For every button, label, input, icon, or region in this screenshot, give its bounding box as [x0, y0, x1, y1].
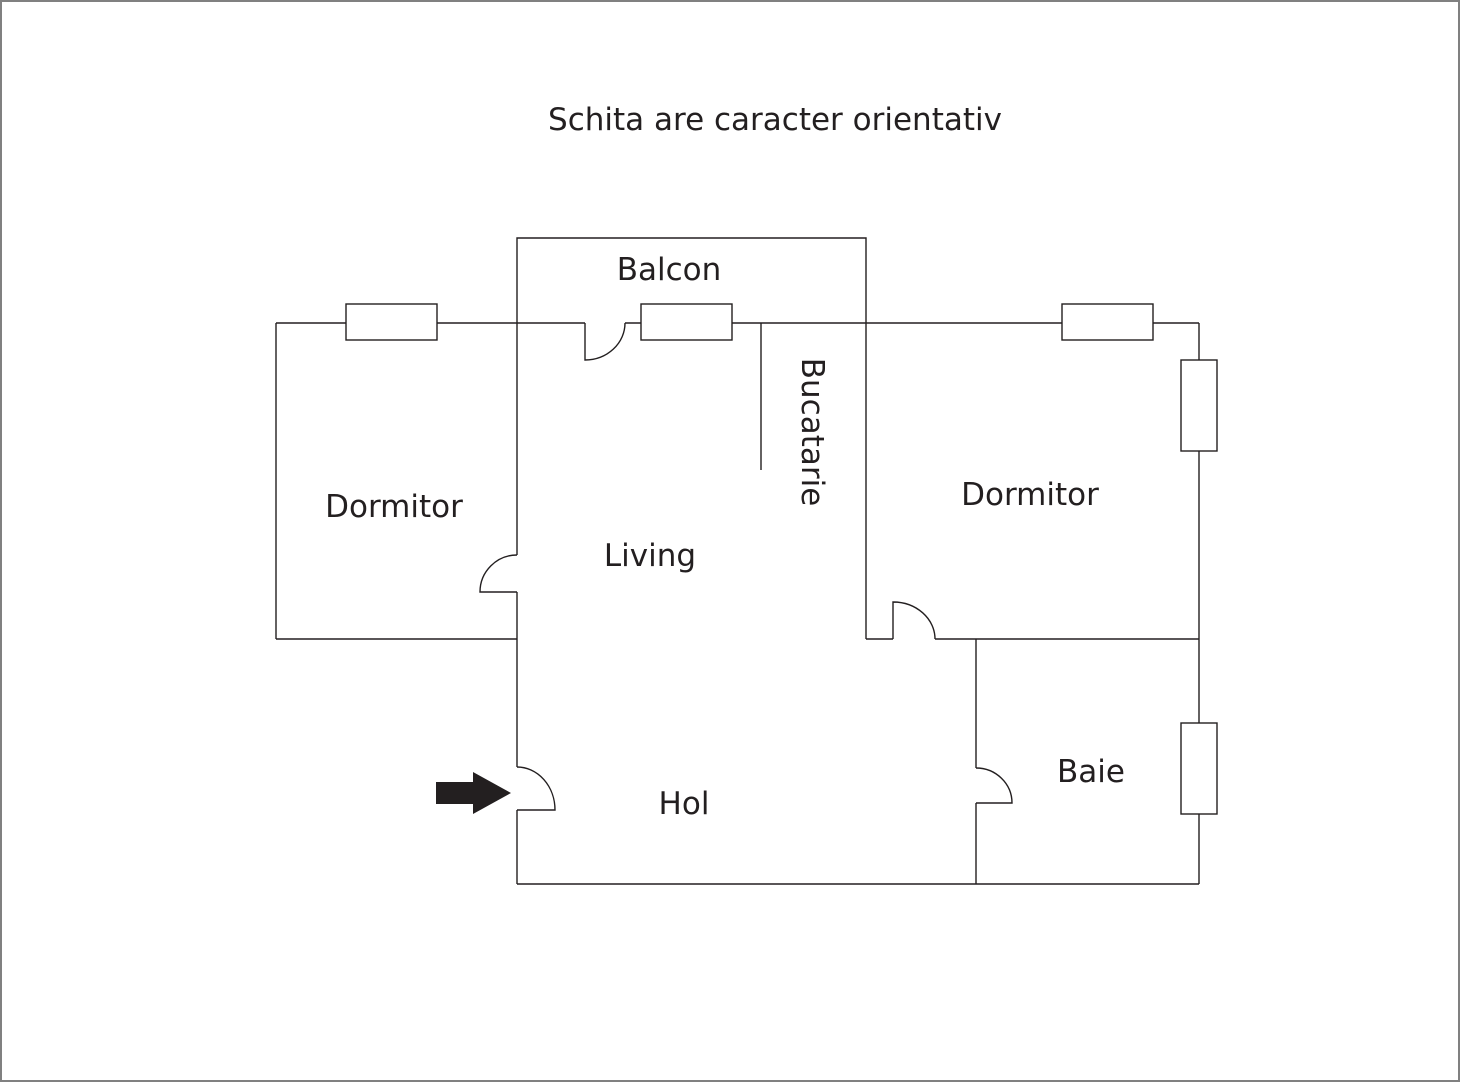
room-label-hol: Hol	[659, 786, 710, 822]
window-living	[640, 303, 733, 341]
entrance-door	[516, 766, 556, 811]
bathroom-door	[975, 767, 1013, 804]
room-label-dormitor-right: Dormitor	[961, 477, 1099, 513]
room-label-baie: Baie	[1057, 754, 1125, 790]
room-label-living: Living	[604, 538, 696, 574]
entrance-arrow-icon	[436, 772, 511, 814]
window-left-bedroom	[345, 303, 438, 341]
room-label-dormitor-left: Dormitor	[325, 489, 463, 525]
left-bedroom-door	[479, 554, 518, 593]
window-bathroom	[1180, 722, 1218, 815]
room-label-balcon: Balcon	[617, 252, 722, 288]
balcony-walls	[516, 237, 867, 323]
right-bedroom-door	[892, 601, 936, 640]
window-right-bedroom-side	[1180, 359, 1218, 452]
page-title: Schita are caracter orientativ	[548, 102, 1002, 138]
balcony-door	[584, 322, 626, 361]
window-right-bedroom-top	[1061, 303, 1154, 341]
room-label-bucatarie: Bucatarie	[794, 358, 830, 507]
